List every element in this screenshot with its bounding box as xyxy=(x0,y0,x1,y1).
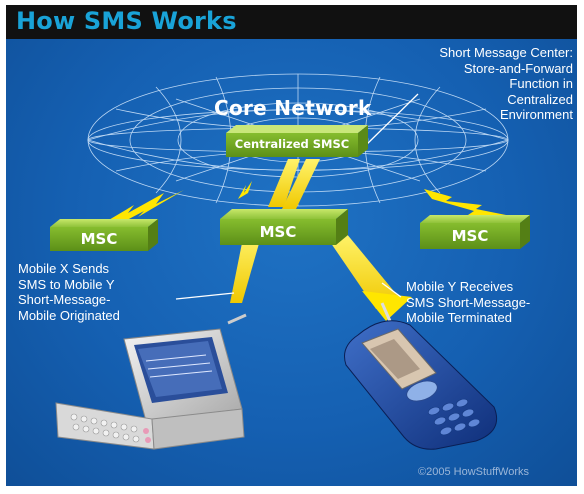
title-bar: How SMS Works xyxy=(6,5,577,39)
msc-box-center xyxy=(220,209,348,245)
beam-smsc-down xyxy=(282,159,320,209)
smsc-label: Centralized SMSC xyxy=(234,137,350,151)
mobile-x-description: Mobile X Sends SMS to Mobile Y Short-Mes… xyxy=(18,261,120,323)
diagram-graphics xyxy=(50,73,530,450)
msc-label-left: MSC xyxy=(80,230,118,248)
mobile-x-line: SMS to Mobile Y xyxy=(18,276,115,292)
smsc-description-line: Store-and-Forward xyxy=(463,60,573,76)
beam-to-mobile-x xyxy=(230,233,262,303)
smsc-description-line: Short Message Center: xyxy=(439,45,573,60)
lightning-center-icon xyxy=(238,181,252,199)
beam-to-mobile-y xyxy=(324,233,402,309)
smsc-callout-line xyxy=(363,93,419,148)
smsc-description-line: Centralized xyxy=(507,91,573,107)
core-network-label: Core Network xyxy=(214,96,372,120)
mobile-y-line: Mobile Terminated xyxy=(406,310,512,325)
mobile-y-callout-line xyxy=(381,282,402,298)
copyright-text: ©2005 HowStuffWorks xyxy=(418,466,530,478)
diagram-title: How SMS Works xyxy=(16,7,237,35)
msc-label-right: MSC xyxy=(451,227,489,245)
smsc-box xyxy=(226,125,368,157)
mobile-x-line: Short-Message- xyxy=(18,292,111,307)
mobile-x-line: Mobile X Sends xyxy=(18,261,110,276)
mobile-x-line: Mobile Originated xyxy=(18,307,120,323)
smsc-description-line: Function in xyxy=(509,76,573,91)
mobile-y-description: Mobile Y Receives SMS Short-Message- Mob… xyxy=(406,279,530,326)
smsc-description-line: Environment xyxy=(500,107,573,122)
diagram-canvas: Core Network Short Message Center: Store… xyxy=(6,39,577,486)
msc-label-center: MSC xyxy=(259,223,297,241)
smsc-description: Short Message Center: Store-and-Forward … xyxy=(377,45,573,123)
beam-arrowhead-y xyxy=(362,291,412,321)
mobile-y-line: SMS Short-Message- xyxy=(406,294,531,310)
mobile-y-line: Mobile Y Receives xyxy=(406,279,514,294)
mobile-x-callout-line xyxy=(175,292,235,300)
msc-box-left xyxy=(50,219,158,251)
lightning-right-icon xyxy=(424,189,506,215)
beam-up-to-smsc xyxy=(268,159,300,207)
mobile-x-phone-icon xyxy=(55,313,247,450)
msc-box-right xyxy=(420,215,530,249)
mobile-y-phone-icon xyxy=(344,302,498,450)
